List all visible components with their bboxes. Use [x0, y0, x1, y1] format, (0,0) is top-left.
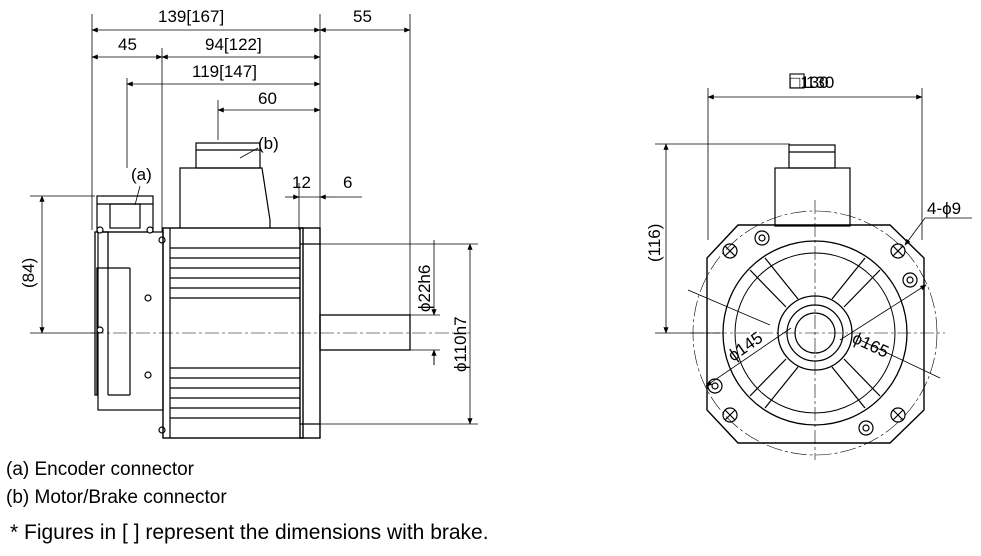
dim-mounting-holes: 4-ϕ9	[927, 199, 961, 218]
dim-pcd-outer: ϕ165	[849, 328, 891, 361]
dim-mid-length: 119[147]	[192, 62, 257, 81]
legend-power-connector: (b) Motor/Brake connector	[6, 487, 227, 508]
dim-total-length: 139[167]	[158, 7, 224, 26]
dim-connector-offset: 60	[258, 89, 277, 108]
brake-note: * Figures in [ ] represent the dimension…	[10, 521, 489, 544]
dim-shaft-length: 55	[353, 7, 372, 26]
dim-flange-square-value: 130	[806, 73, 834, 92]
label-power-connector: (b)	[258, 134, 279, 153]
dim-flange-thickness: 12	[292, 173, 311, 192]
dim-shaft-diameter: ϕ22h6	[415, 265, 434, 312]
side-view	[30, 14, 478, 439]
dim-body-length: 94[122]	[205, 35, 262, 54]
dim-pilot-diameter: ϕ110h7	[451, 316, 470, 372]
front-view	[655, 88, 972, 460]
label-encoder-connector: (a)	[131, 165, 152, 184]
legend-encoder-connector: (a) Encoder connector	[6, 459, 194, 480]
dim-pilot-depth: 6	[343, 173, 352, 192]
front-view-labels: □130 130 (116) 4-ϕ9 ϕ145 ϕ165	[645, 73, 961, 365]
label-leaders	[134, 147, 259, 206]
dim-side-height: (84)	[19, 258, 38, 288]
dim-rear-length: 45	[118, 35, 137, 54]
dim-front-height: (116)	[645, 224, 664, 262]
dim-pcd-inner: ϕ145	[724, 328, 766, 365]
side-view-labels: 139[167] 55 45 94[122] 119[147] 60 12 6 …	[19, 7, 470, 372]
dim-flange-square: □130	[790, 73, 829, 92]
